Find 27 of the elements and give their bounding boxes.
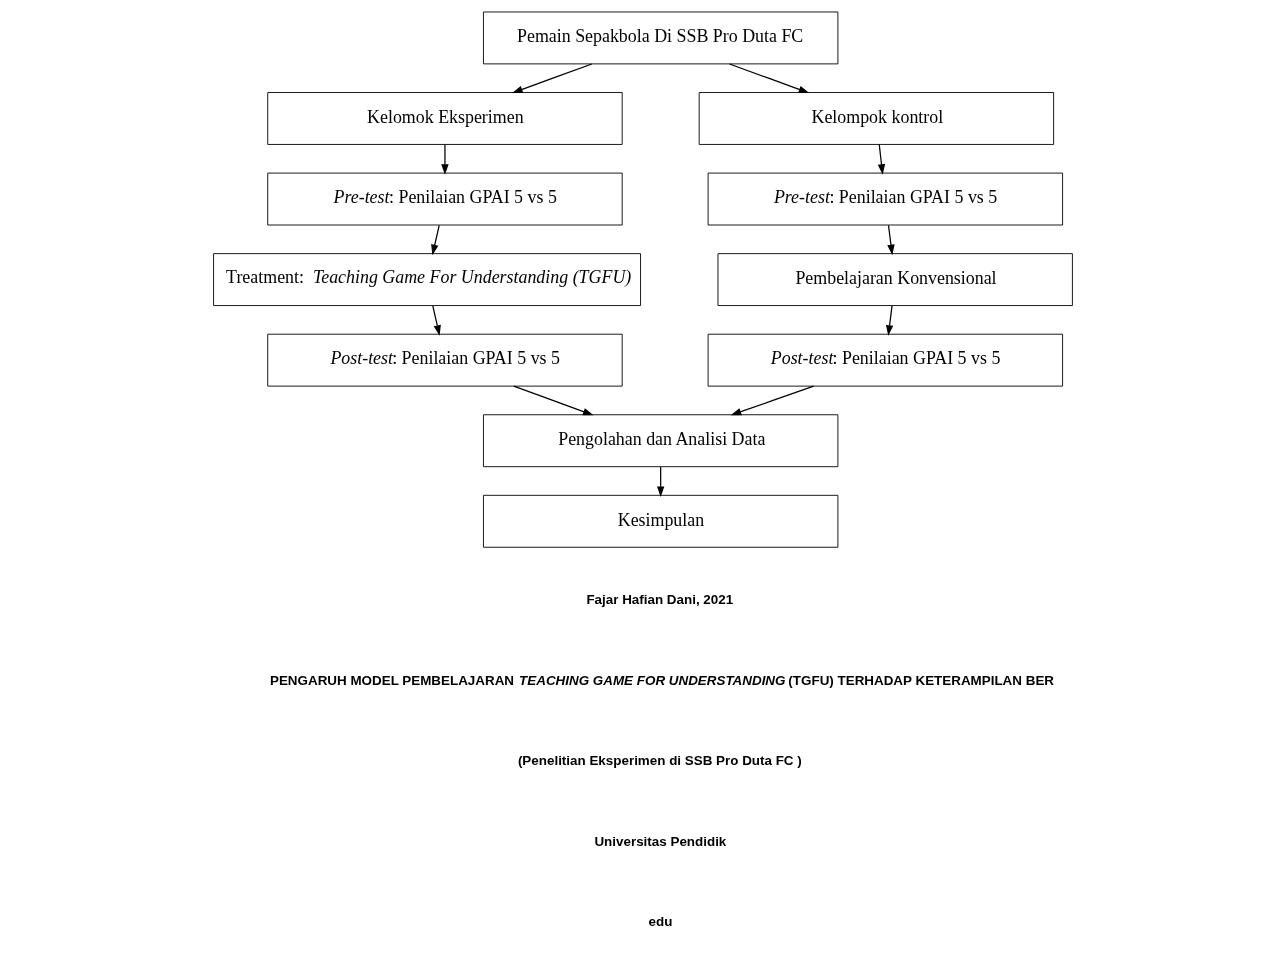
arrow [885, 305, 894, 336]
arrow [877, 144, 886, 175]
arrow [513, 385, 594, 416]
node-box: Kesimpulan [483, 494, 839, 548]
label: Universitas Pendidik [594, 833, 727, 849]
label: PENGARUH MODEL PEMBELAJARAN TEACHING GAME FOR UNDERSTANDING (TGFU) TERHADAP KETERAMPILAN BER [269, 672, 1055, 688]
node-box: Pembelajaran Konvensional [717, 253, 1073, 306]
node-box: Kelompok kontrol [698, 92, 1055, 145]
arrow [656, 466, 665, 497]
label: Fajar Hafian Dani, 2021 [586, 592, 734, 608]
node-box: Pemain Sepakbola Di SSB Pro Duta FC [483, 11, 839, 65]
label: (Penelitian Eksperimen di SSB Pro Duta FC ) [517, 753, 802, 769]
arrow [432, 305, 441, 336]
arrow [441, 144, 449, 175]
arrow [730, 385, 815, 416]
node-box: Treatment: Teaching Game For Understanding (TGFU) [213, 253, 641, 306]
node-box: Pre-test: Penilaian GPAI 5 vs 5 [267, 172, 623, 226]
node-box: Pre-test: Penilaian GPAI 5 vs 5 [707, 172, 1063, 226]
arrow [887, 224, 895, 256]
arrow [512, 63, 593, 94]
arrow [728, 63, 810, 94]
node-box: Kelomok Eksperimen [267, 92, 623, 145]
node-box: Post-test: Penilaian GPAI 5 vs 5 [267, 333, 623, 387]
node-box: Pengolahan dan Analisi Data [483, 414, 839, 468]
node-box: Post-test: Penilaian GPAI 5 vs 5 [707, 333, 1063, 387]
arrow [431, 224, 440, 256]
label: edu [648, 914, 673, 930]
